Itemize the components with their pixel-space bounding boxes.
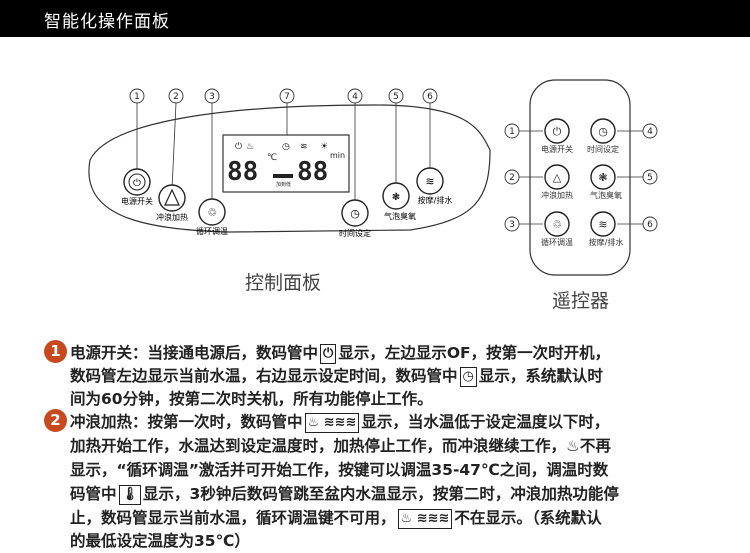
remote-buttons bbox=[544, 118, 616, 237]
power-icon: ⏻ bbox=[133, 178, 141, 189]
svg-text:冲浪加热: 冲浪加热 bbox=[541, 190, 573, 200]
panel-circulate-button[interactable]: ♲ 循环调温 bbox=[196, 198, 228, 236]
header-bar: 智能化操作面板 bbox=[0, 0, 750, 37]
lcd-digits: 88 88 bbox=[227, 157, 328, 187]
item2-line5: 止，数码管显示当前水温，循环调温键不可用，♨ ≋≋≋不在显示。（系统默认 bbox=[70, 508, 602, 529]
remote-circulate-icon: ♲ bbox=[552, 218, 562, 231]
panel-callouts bbox=[129, 88, 438, 104]
lcd-unit: ℃ bbox=[267, 153, 277, 163]
item1-line3: 间为60分钟，按第二次时关机，所有功能停止工作。 bbox=[70, 390, 433, 408]
lcd-min: min bbox=[330, 151, 345, 160]
remote-clock-icon: ◷ bbox=[598, 125, 608, 138]
panel-power-button[interactable]: ⏻ 电源开关 bbox=[121, 168, 153, 206]
svg-text:按摩/排水: 按摩/排水 bbox=[418, 195, 453, 205]
svg-text:1: 1 bbox=[509, 127, 515, 137]
svg-text:7: 7 bbox=[284, 92, 290, 102]
svg-text:6: 6 bbox=[427, 92, 433, 102]
clock-icon: ◷ bbox=[350, 207, 360, 220]
svg-text:按摩/排水: 按摩/排水 bbox=[589, 237, 624, 247]
panel-bubble-button[interactable]: ❃ 气泡臭氧 bbox=[382, 182, 416, 221]
remote-surf-icon: △ bbox=[553, 171, 562, 184]
item1-badge: 1 bbox=[44, 340, 67, 363]
svg-text:3: 3 bbox=[509, 220, 515, 230]
lcd-display bbox=[222, 134, 350, 193]
remote-power-icon: ⏻ bbox=[553, 125, 562, 138]
svg-text:◷: ◷ bbox=[282, 142, 290, 152]
clock-icon: ◷ bbox=[459, 366, 477, 387]
svg-text:⏻: ⏻ bbox=[235, 141, 242, 152]
item2-badge: 2 bbox=[44, 409, 67, 432]
lcd-mid: 加到低 bbox=[276, 181, 291, 188]
svg-text:冲浪加热: 冲浪加热 bbox=[156, 212, 188, 222]
thermometer-icon: 🌡 bbox=[118, 484, 142, 505]
svg-text:5: 5 bbox=[647, 173, 653, 183]
power-icon: ⏻ bbox=[320, 343, 337, 364]
svg-text:时间设定: 时间设定 bbox=[587, 144, 619, 154]
svg-text:4: 4 bbox=[352, 92, 358, 102]
svg-text:气泡臭氧: 气泡臭氧 bbox=[384, 211, 416, 221]
svg-text:☀: ☀ bbox=[320, 142, 328, 152]
panel-timer-button[interactable]: ◷ 时间设定 bbox=[339, 199, 371, 238]
header-title: 智能化操作面板 bbox=[44, 12, 170, 32]
remote-bubble-icon: ❃ bbox=[598, 171, 607, 184]
bubble-icon: ❃ bbox=[392, 192, 400, 203]
heat-wave-icon: ♨ ≋≋≋ bbox=[304, 412, 360, 433]
svg-text:时间设定: 时间设定 bbox=[339, 228, 371, 238]
panel-caption: 控制面板 bbox=[245, 272, 322, 294]
heat-icon: ♨ bbox=[566, 437, 580, 455]
svg-text:♨: ♨ bbox=[246, 142, 254, 152]
remote-wave-icon: ≋ bbox=[598, 218, 607, 231]
svg-text:2: 2 bbox=[173, 92, 179, 102]
item1-line2: 数码管左边显示当前水温，右边显示设定时间，数码管中◷显示，系统默认时 bbox=[70, 366, 603, 387]
item1-line1: 电源开关：当接通电源后，数码管中⏻显示，左边显示OF，按第一次时开机， bbox=[70, 343, 611, 364]
svg-text:5: 5 bbox=[393, 92, 399, 102]
item2-line4: 码管中🌡显示，3秒钟后数码管跳至盆内水温显示，按第二时，冲浪加热功能停 bbox=[70, 484, 619, 505]
panel-massage-button[interactable]: ≋ 按摩/排水 bbox=[416, 167, 453, 205]
heat-wave-icon: ♨ ≋≋≋ bbox=[397, 508, 453, 529]
svg-text:电源开关: 电源开关 bbox=[541, 144, 573, 154]
svg-text:3: 3 bbox=[209, 92, 215, 102]
remote-caption: 遥控器 bbox=[552, 290, 610, 312]
svg-text:6: 6 bbox=[647, 220, 653, 230]
svg-text:电源开关: 电源开关 bbox=[121, 196, 153, 206]
wave-icon: ≋ bbox=[425, 175, 434, 188]
svg-text:2: 2 bbox=[509, 173, 515, 183]
svg-text:88: 88 bbox=[227, 157, 258, 187]
item2-line2: 加热开始工作，水温达到设定温度时，加热停止工作，而冲浪继续工作，♨不再 bbox=[70, 437, 611, 455]
svg-text:气泡臭氧: 气泡臭氧 bbox=[590, 190, 622, 200]
circulate-icon: ♲ bbox=[207, 206, 217, 219]
surf-icon bbox=[164, 188, 180, 206]
svg-text:88: 88 bbox=[297, 157, 328, 187]
svg-text:1: 1 bbox=[134, 92, 140, 102]
item2-line3: 显示，“循环调温”激活并可开始工作，按键可以调温35-47℃之间，调温时数 bbox=[70, 461, 609, 479]
svg-text:循环调温: 循环调温 bbox=[541, 237, 573, 247]
svg-text:≋: ≋ bbox=[300, 142, 308, 152]
panel-surf-button[interactable]: 冲浪加热 bbox=[156, 184, 188, 222]
svg-text:循环调温: 循环调温 bbox=[196, 226, 228, 236]
illustration: 88 88 ℃ min 加到低 ⏻ ♨ ◷ ≋ ☀ 1 2 3 7 4 5 6 ⏻ 电… bbox=[88, 79, 658, 276]
item2-line1: 冲浪加热：按第一次时，数码管中♨ ≋≋≋显示，当水温低于设定温度以下时， bbox=[70, 412, 610, 433]
svg-text:4: 4 bbox=[647, 127, 653, 137]
item2-line6: 的最低设定温度为35℃） bbox=[70, 532, 250, 550]
